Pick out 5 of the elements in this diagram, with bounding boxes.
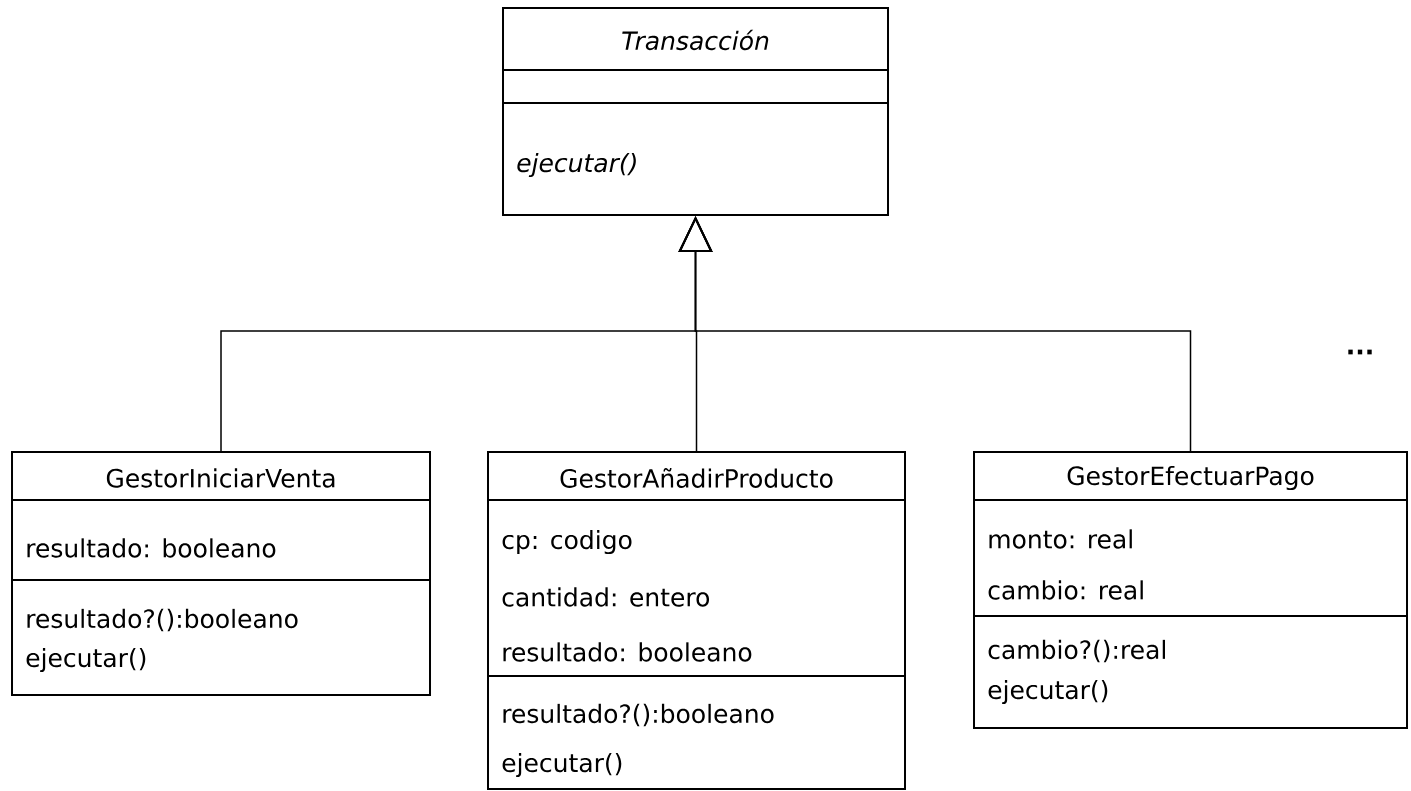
- ellipsis-text: ...: [1348, 349, 1372, 355]
- class-box: GestorIniciarVenta resultado: booleano resultado?():booleano ejecutar(): [11, 451, 431, 696]
- class-box: GestorEfectuarPago monto: real cambio: real cambio?():real ejecutar(): [973, 451, 1408, 729]
- class-box: GestorAñadirProducto cp: codigo cantidad: entero resultado: booleano resultado?():booleano ejecutar(): [487, 451, 906, 790]
- class-box: Transacción ejecutar(): [502, 7, 889, 216]
